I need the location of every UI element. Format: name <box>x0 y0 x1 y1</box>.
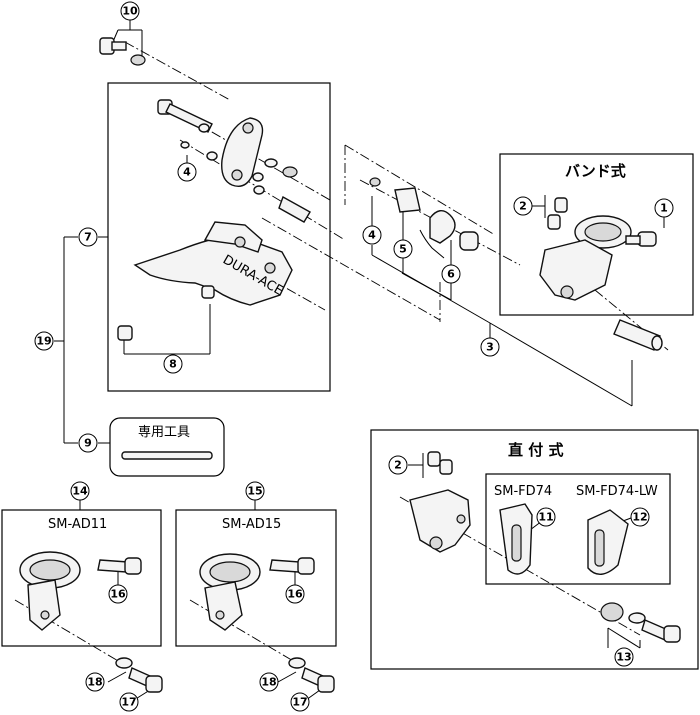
svg-text:2: 2 <box>394 459 402 472</box>
callout-18-ad11: 18 <box>85 672 105 692</box>
axle-pin <box>613 319 663 351</box>
callout-7: 7 <box>78 227 98 247</box>
callout-2-band: 2 <box>513 196 533 216</box>
band-clamp <box>539 197 657 301</box>
svg-text:2: 2 <box>519 200 527 213</box>
adapter-clamp-ad11 <box>19 551 142 631</box>
svg-text:11: 11 <box>538 511 553 524</box>
direct-mount-label: 直 付 式 <box>508 441 563 459</box>
callout-12: 12 <box>630 507 650 527</box>
derailleur-body: DURA-ACE <box>133 221 293 306</box>
direct-mount-box <box>370 429 699 670</box>
svg-text:4: 4 <box>183 166 191 179</box>
callout-17-ad11: 17 <box>119 692 139 712</box>
svg-text:3: 3 <box>486 341 494 354</box>
bolt-10 <box>99 37 146 66</box>
svg-text:17: 17 <box>292 696 307 709</box>
svg-text:1: 1 <box>660 202 668 215</box>
svg-text:7: 7 <box>84 231 92 244</box>
band-type-box <box>499 153 694 316</box>
special-tool-rod <box>121 451 213 460</box>
callout-14: 14 <box>70 481 90 501</box>
pivot-pin-upper <box>157 99 311 223</box>
spring-assembly <box>369 177 479 259</box>
band-type-label: バンド式 <box>565 162 626 180</box>
svg-text:12: 12 <box>632 511 647 524</box>
derailleur-link <box>221 117 264 188</box>
svg-text:10: 10 <box>122 5 138 18</box>
sm-fd74-lw-plate <box>587 509 629 575</box>
sm-ad15-label: SM-AD15 <box>222 517 281 532</box>
callout-6: 6 <box>441 264 461 284</box>
svg-text:17: 17 <box>121 696 136 709</box>
bolt-13 <box>600 602 681 643</box>
svg-text:9: 9 <box>84 437 92 450</box>
washers-bolts-17-18 <box>115 657 335 693</box>
callout-16-ad11: 16 <box>108 584 128 604</box>
callout-13: 13 <box>614 647 634 667</box>
adjust-screw-8b <box>117 325 133 341</box>
leader-lines <box>54 19 665 701</box>
svg-text:13: 13 <box>616 651 631 664</box>
callout-5: 5 <box>393 239 413 259</box>
svg-text:19: 19 <box>36 335 51 348</box>
svg-text:14: 14 <box>72 485 88 498</box>
svg-text:4: 4 <box>368 229 376 242</box>
callout-10: 10 <box>120 1 140 21</box>
sm-ad11-label: SM-AD11 <box>48 517 107 532</box>
callout-3: 3 <box>480 337 500 357</box>
fd74-inner-box <box>485 473 671 585</box>
adapter-ad15-box <box>175 509 337 647</box>
svg-text:15: 15 <box>247 485 262 498</box>
adapter-clamp-ad15 <box>199 553 315 631</box>
callout-4-outer: 4 <box>362 225 382 245</box>
callout-16-ad15: 16 <box>285 584 305 604</box>
callout-17-ad15: 17 <box>290 692 310 712</box>
callout-15: 15 <box>245 481 265 501</box>
adjust-screw-8a <box>201 285 215 299</box>
callout-9: 9 <box>78 433 98 453</box>
svg-text:18: 18 <box>87 676 102 689</box>
callout-2-direct: 2 <box>388 455 408 475</box>
svg-text:8: 8 <box>169 358 177 371</box>
callout-1: 1 <box>654 198 674 218</box>
sm-fd74-label: SM-FD74 <box>494 484 552 499</box>
svg-text:16: 16 <box>287 588 303 601</box>
direct-mount-bracket <box>409 451 471 553</box>
callout-4-inner: 4 <box>177 162 197 182</box>
callout-18-ad15: 18 <box>259 672 279 692</box>
svg-text:5: 5 <box>399 243 407 256</box>
sm-fd74-plate <box>499 503 533 575</box>
callout-8: 8 <box>163 354 183 374</box>
svg-text:16: 16 <box>110 588 126 601</box>
svg-text:18: 18 <box>261 676 276 689</box>
adapter-ad11-box <box>1 509 162 647</box>
sm-fd74-lw-label: SM-FD74-LW <box>576 484 658 499</box>
special-tool-label: 専用工具 <box>138 425 190 440</box>
svg-text:6: 6 <box>447 268 455 281</box>
callout-19: 19 <box>34 331 54 351</box>
callout-11: 11 <box>536 507 556 527</box>
special-tool-box <box>109 417 225 477</box>
